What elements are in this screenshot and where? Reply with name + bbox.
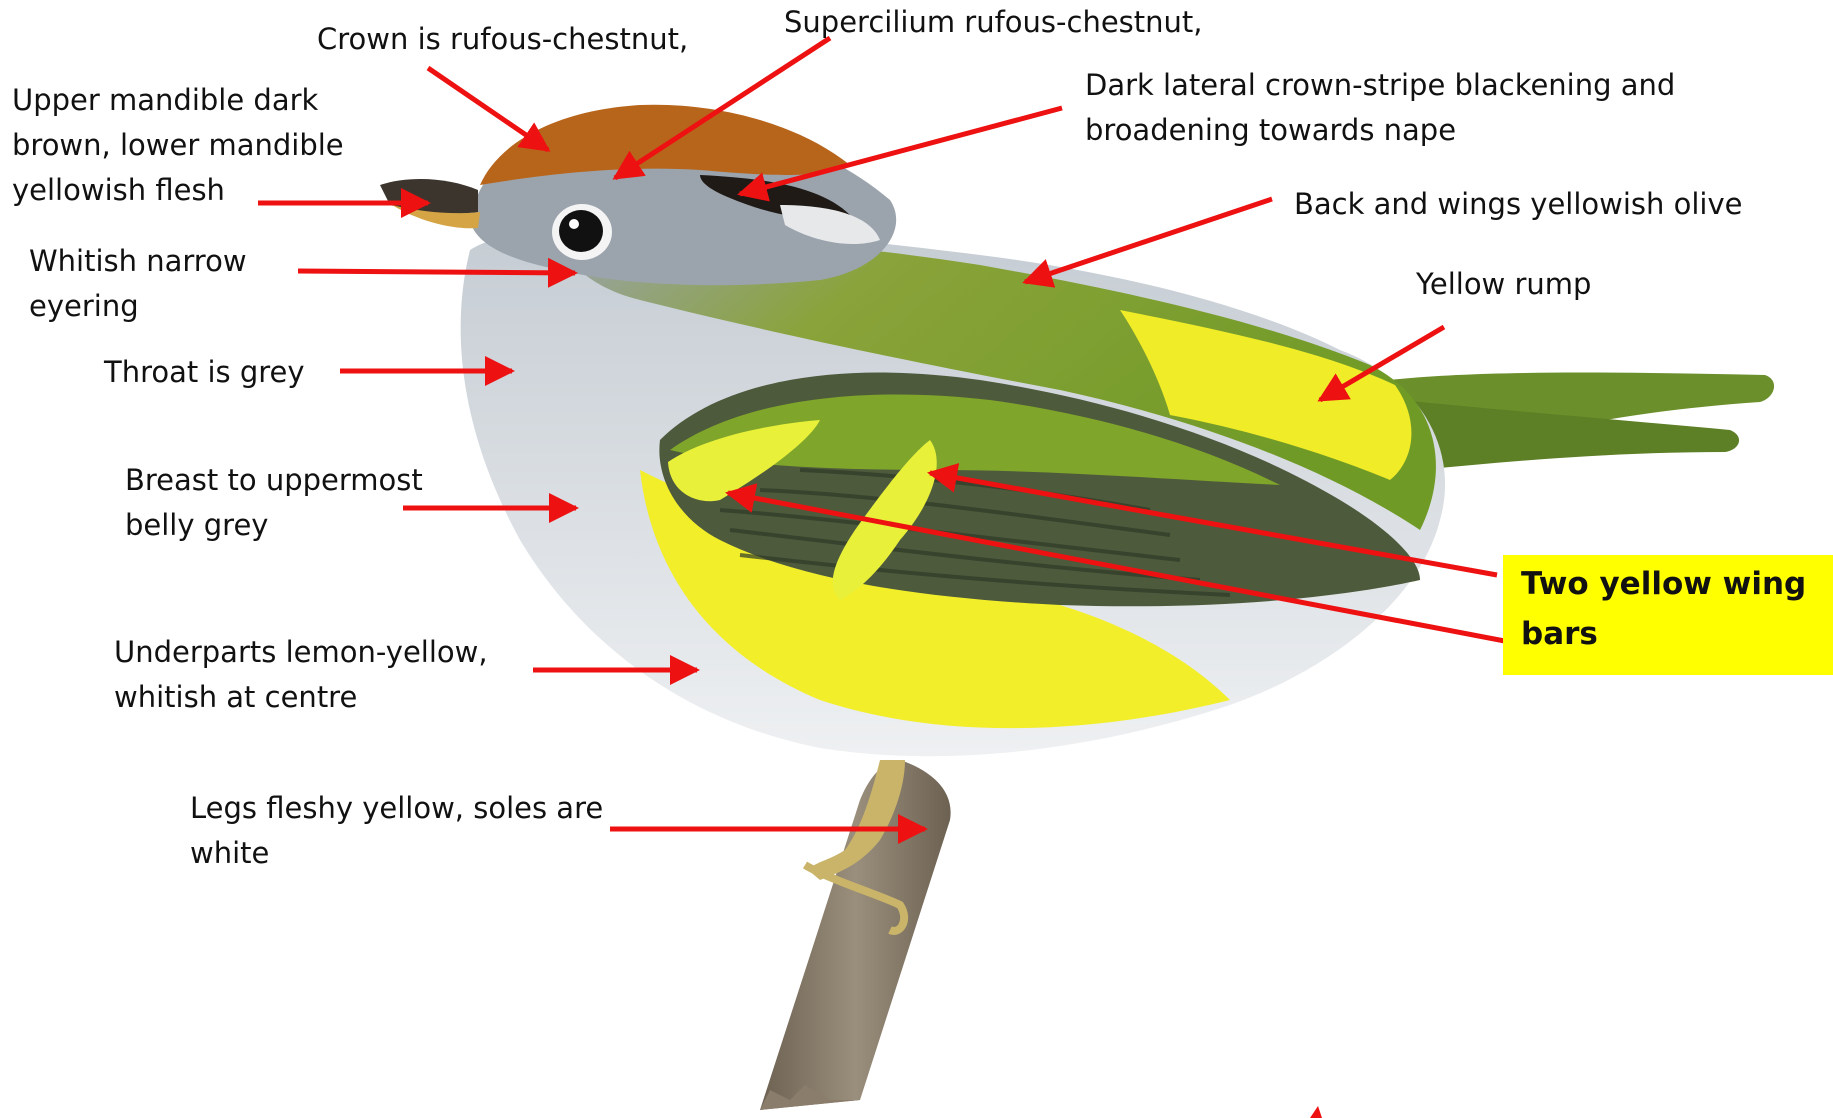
branch-illustration <box>760 760 951 1110</box>
label-breast: Breast to uppermost belly grey <box>125 458 423 548</box>
label-throat-text: Throat is grey <box>104 350 305 395</box>
label-throat: Throat is grey <box>104 350 305 395</box>
label-eyering-line-1: Whitish narrow <box>29 239 247 284</box>
label-back: Back and wings yellowish olive <box>1294 182 1743 227</box>
label-mandible: Upper mandible dark brown, lower mandibl… <box>12 78 344 213</box>
label-wingbars-line-2: bars <box>1521 609 1815 659</box>
label-crown-stripe-line-2: broadening towards nape <box>1085 108 1675 153</box>
label-breast-line-1: Breast to uppermost <box>125 458 423 503</box>
label-crown-stripe-line-1: Dark lateral crown-stripe blackening and <box>1085 63 1675 108</box>
label-mandible-line-1: Upper mandible dark <box>12 78 344 123</box>
label-supercilium: Supercilium rufous-chestnut, <box>784 0 1203 45</box>
label-wingbars-highlight: Two yellow wing bars <box>1503 555 1833 675</box>
label-rump-text: Yellow rump <box>1416 262 1591 307</box>
red-tick-mark <box>1310 1106 1322 1118</box>
label-eyering: Whitish narrow eyering <box>29 239 247 329</box>
label-mandible-line-2: brown, lower mandible <box>12 123 344 168</box>
label-wingbars-line-1: Two yellow wing <box>1521 559 1815 609</box>
label-supercilium-text: Supercilium rufous-chestnut, <box>784 0 1203 45</box>
label-back-text: Back and wings yellowish olive <box>1294 182 1743 227</box>
arrow-eyering <box>298 271 575 273</box>
label-rump: Yellow rump <box>1416 262 1591 307</box>
label-breast-line-2: belly grey <box>125 503 423 548</box>
label-mandible-line-3: yellowish flesh <box>12 168 344 213</box>
label-underparts-line-1: Underparts lemon-yellow, <box>114 630 488 675</box>
arrow-back <box>1025 199 1272 282</box>
label-underparts-line-2: whitish at centre <box>114 675 488 720</box>
label-crown: Crown is rufous-chestnut, <box>317 17 688 62</box>
label-eyering-line-2: eyering <box>29 284 247 329</box>
label-legs: Legs fleshy yellow, soles are white <box>190 786 603 876</box>
label-legs-line-1: Legs fleshy yellow, soles are <box>190 786 603 831</box>
label-legs-line-2: white <box>190 831 603 876</box>
label-underparts: Underparts lemon-yellow, whitish at cent… <box>114 630 488 720</box>
label-crown-text: Crown is rufous-chestnut, <box>317 17 688 62</box>
arrow-crown <box>428 68 548 150</box>
label-crown-stripe: Dark lateral crown-stripe blackening and… <box>1085 63 1675 153</box>
